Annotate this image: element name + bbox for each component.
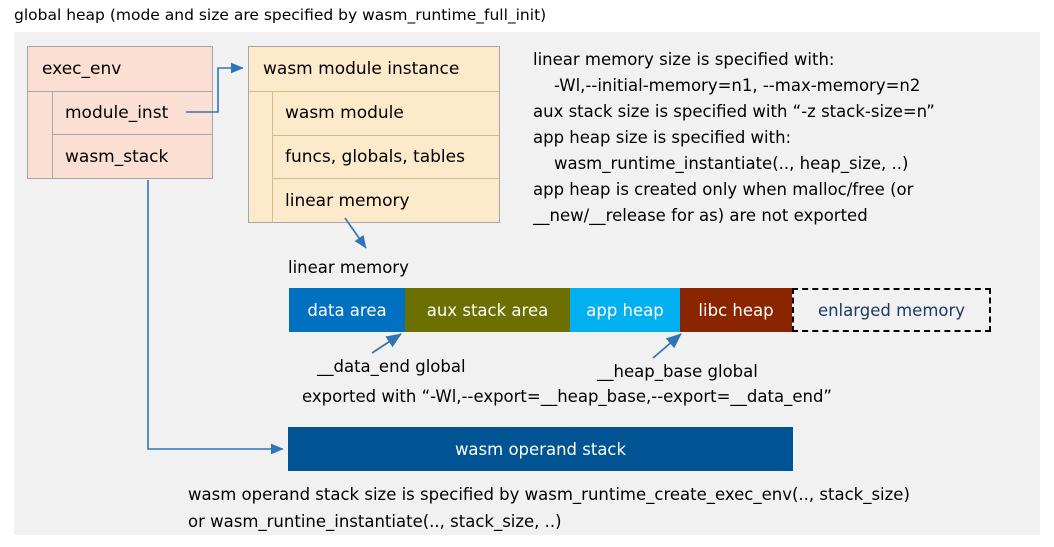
page-title: global heap (mode and size are specified… bbox=[14, 6, 547, 24]
annotation-data-end-global: __data_end global bbox=[317, 357, 466, 376]
exec-env-field-module-inst: module_inst bbox=[53, 92, 212, 135]
exec-env-fields: module_inst wasm_stack bbox=[28, 92, 212, 179]
exec-env-gutter bbox=[28, 92, 53, 179]
annotation-heap-base-global: __heap_base global bbox=[597, 362, 758, 381]
exec-env-field-wasm-stack: wasm_stack bbox=[65, 146, 169, 167]
memory-config-notes: linear memory size is specified with: -W… bbox=[533, 50, 935, 225]
memory-segment-libc-heap: libc heap bbox=[680, 288, 792, 332]
wasm-module-instance-header: wasm module instance bbox=[249, 47, 499, 92]
wasm-operand-stack-bar: wasm operand stack bbox=[288, 427, 793, 471]
memory-segment-data-area: data area bbox=[289, 288, 405, 332]
exec-env-header: exec_env bbox=[28, 47, 212, 92]
wasm-module-instance-gutter bbox=[249, 92, 273, 223]
module-field-linear-memory: linear memory bbox=[285, 190, 410, 211]
memory-segment-app-heap: app heap bbox=[570, 288, 680, 332]
memory-segment-aux-stack-area: aux stack area bbox=[405, 288, 570, 332]
exec-env-box: exec_env module_inst wasm_stack bbox=[27, 46, 213, 179]
wasm-module-instance-fields: wasm module funcs, globals, tables linea… bbox=[249, 92, 499, 223]
module-field-funcs-globals-tables: funcs, globals, tables bbox=[273, 136, 499, 180]
annotation-exported-with: exported with “-Wl,--export=__heap_base,… bbox=[302, 387, 832, 406]
linear-memory-bar: data area aux stack area app heap libc h… bbox=[289, 288, 991, 332]
module-field-wasm-module: wasm module bbox=[273, 92, 499, 136]
wasm-module-instance-box: wasm module instance wasm module funcs, … bbox=[248, 46, 500, 223]
linear-memory-label: linear memory bbox=[288, 258, 409, 277]
memory-segment-enlarged-memory: enlarged memory bbox=[792, 288, 991, 332]
operand-stack-notes: wasm operand stack size is specified by … bbox=[188, 485, 910, 531]
